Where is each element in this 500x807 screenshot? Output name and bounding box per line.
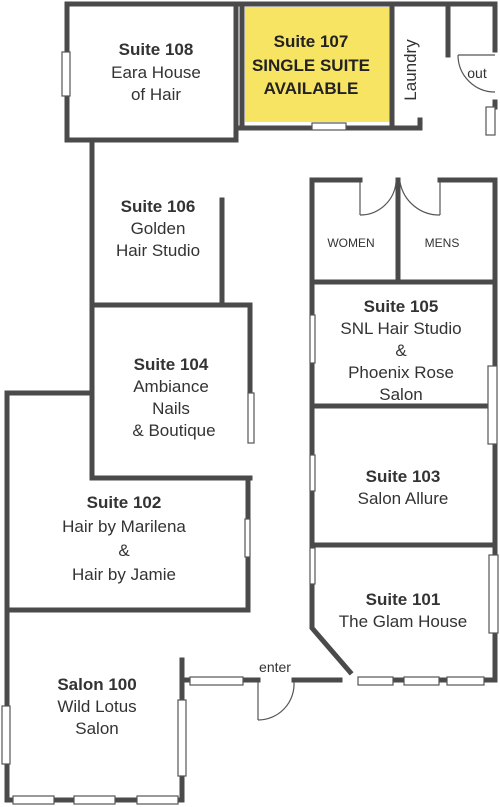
suite-106-title: Suite 106 (121, 197, 196, 216)
suite-104-tenant-line3: & Boutique (132, 421, 215, 440)
suite-108-title: Suite 108 (119, 40, 194, 59)
suite-106-tenant-line2: Hair Studio (116, 241, 200, 260)
enter-label: enter (259, 659, 291, 675)
suite-106-label: Suite 106 Golden Hair Studio (116, 197, 200, 260)
suite-105-label: Suite 105 SNL Hair Studio & Phoenix Rose… (340, 297, 461, 404)
suite-102-title: Suite 102 (87, 493, 162, 512)
doors (257, 54, 496, 721)
suite-108-tenant-line2: of Hair (131, 85, 181, 104)
suite-105-tenant-line4: Salon (379, 385, 422, 404)
suite-108-tenant-line1: Eara House (111, 63, 201, 82)
suite-105-tenant-line2: & (395, 341, 407, 360)
suite-102-tenant-line1: Hair by Marilena (62, 517, 186, 536)
salon-100-tenant-line2: Salon (75, 719, 118, 738)
suite-104-tenant-line2: Nails (152, 399, 190, 418)
suite-102-tenant-line3: Hair by Jamie (72, 565, 176, 584)
suite-105-tenant-line3: Phoenix Rose (348, 363, 454, 382)
suite-101-label: Suite 101 The Glam House (339, 590, 468, 631)
suite-105-title: Suite 105 (364, 297, 439, 316)
suite-103-tenant: Salon Allure (358, 489, 449, 508)
suite-104-title: Suite 104 (134, 355, 209, 374)
suite-105-tenant-line1: SNL Hair Studio (340, 319, 461, 338)
windows (1, 51, 499, 805)
suite-108-label: Suite 108 Eara House of Hair (111, 40, 201, 104)
salon-100-tenant-line1: Wild Lotus (57, 697, 136, 716)
suite-102-label: Suite 102 Hair by Marilena & Hair by Jam… (62, 493, 186, 584)
suite-103-title: Suite 103 (366, 467, 441, 486)
suite-102-tenant-line2: & (118, 541, 130, 560)
suite-104-tenant-line1: Ambiance (133, 377, 209, 396)
mens-restroom-label: MENS (425, 236, 460, 250)
suite-101-tenant: The Glam House (339, 612, 468, 631)
suite-107-availability-line2: AVAILABLE (264, 79, 359, 98)
suite-106-tenant-line1: Golden (131, 219, 186, 238)
suite-107-availability-line1: SINGLE SUITE (252, 56, 370, 75)
suite-107-highlight (245, 7, 391, 122)
suite-107-title: Suite 107 (274, 32, 349, 51)
laundry-label: Laundry (401, 39, 420, 101)
suite-107-label: Suite 107 SINGLE SUITE AVAILABLE (252, 32, 370, 98)
womens-restroom-label: WOMEN (327, 236, 374, 250)
salon-100-label: Salon 100 Wild Lotus Salon (57, 675, 136, 738)
suite-104-label: Suite 104 Ambiance Nails & Boutique (132, 355, 215, 440)
out-label: out (467, 65, 487, 81)
suite-101-title: Suite 101 (366, 590, 441, 609)
suite-103-label: Suite 103 Salon Allure (358, 467, 449, 508)
salon-100-title: Salon 100 (57, 675, 136, 694)
